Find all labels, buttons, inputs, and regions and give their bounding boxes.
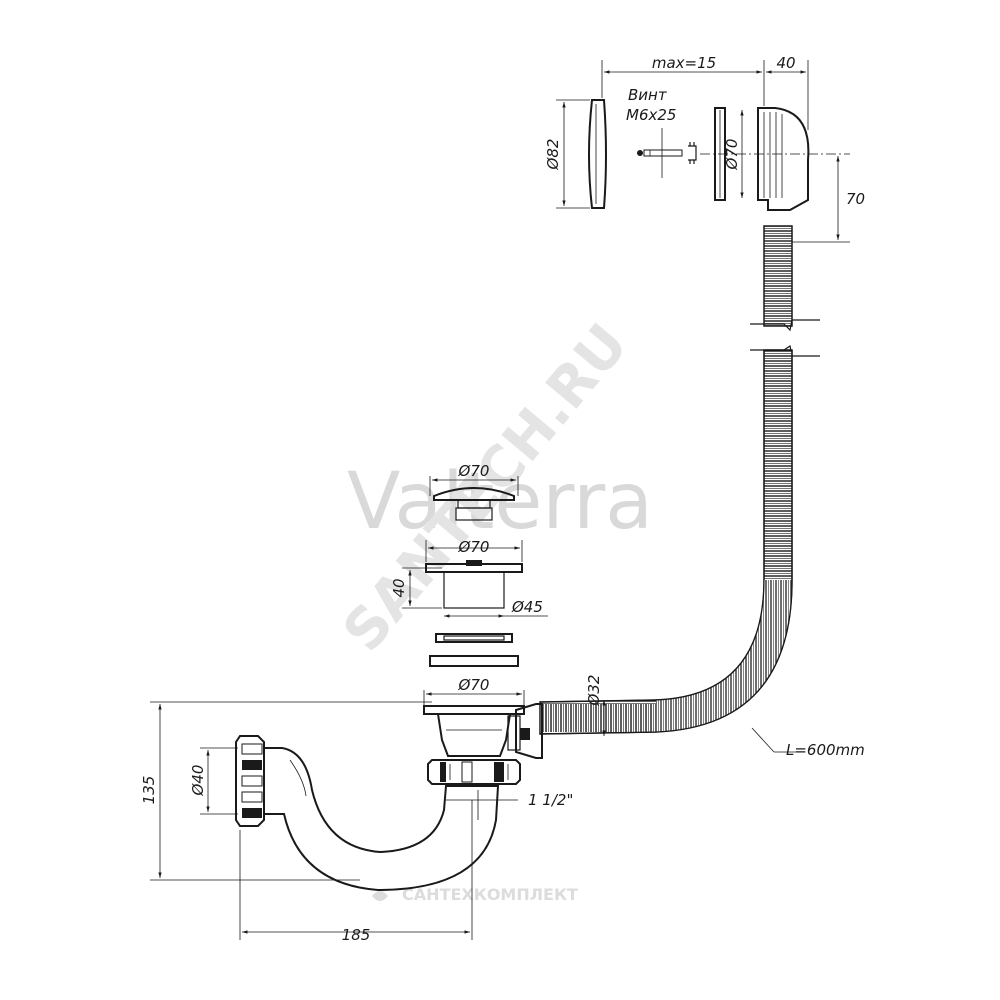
label-dim40-top: 40 xyxy=(776,54,795,72)
label-d40-trap: Ø40 xyxy=(189,765,207,797)
watermark-footer: САНТЕХКОМПЛЕКТ xyxy=(402,885,578,904)
label-length: L=600mm xyxy=(786,741,865,759)
label-d82: Ø82 xyxy=(544,139,562,171)
screw-icon xyxy=(637,128,697,178)
overflow-cover xyxy=(588,99,607,209)
label-screw-1: Винт xyxy=(628,86,668,104)
label-max15: max=15 xyxy=(652,54,716,72)
waste-body: Ø70 1 1/2" xyxy=(423,676,573,809)
label-d70-flange: Ø70 xyxy=(458,538,490,556)
overflow-assembly: Ø82 Винт M6x25 Ø70 max=15 40 xyxy=(544,54,865,243)
washers xyxy=(429,633,519,667)
label-screw-2: M6x25 xyxy=(626,106,676,124)
siphon-trap: Ø40 xyxy=(189,735,500,892)
waste-plug: Ø70 xyxy=(429,462,519,521)
watermark-footer-logo-icon xyxy=(372,891,388,901)
overflow-hose xyxy=(539,225,820,735)
overflow-body xyxy=(757,107,810,211)
waste-flange: Ø70 40 Ø45 xyxy=(390,538,548,618)
label-dim40-body: 40 xyxy=(390,578,408,597)
label-d70-lower: Ø70 xyxy=(458,676,490,694)
label-dim135: 135 xyxy=(140,776,158,805)
label-d70-overflow: Ø70 xyxy=(723,139,741,171)
label-d45: Ø45 xyxy=(511,598,543,616)
label-dim70: 70 xyxy=(846,190,865,208)
label-d70-plug: Ø70 xyxy=(458,462,490,480)
watermark-brand: Valterra xyxy=(347,457,653,547)
label-thread: 1 1/2" xyxy=(528,791,573,809)
label-d32: Ø32 xyxy=(585,675,603,707)
label-dim185: 185 xyxy=(342,926,371,944)
overall-dimensions: 135 185 xyxy=(140,701,473,944)
